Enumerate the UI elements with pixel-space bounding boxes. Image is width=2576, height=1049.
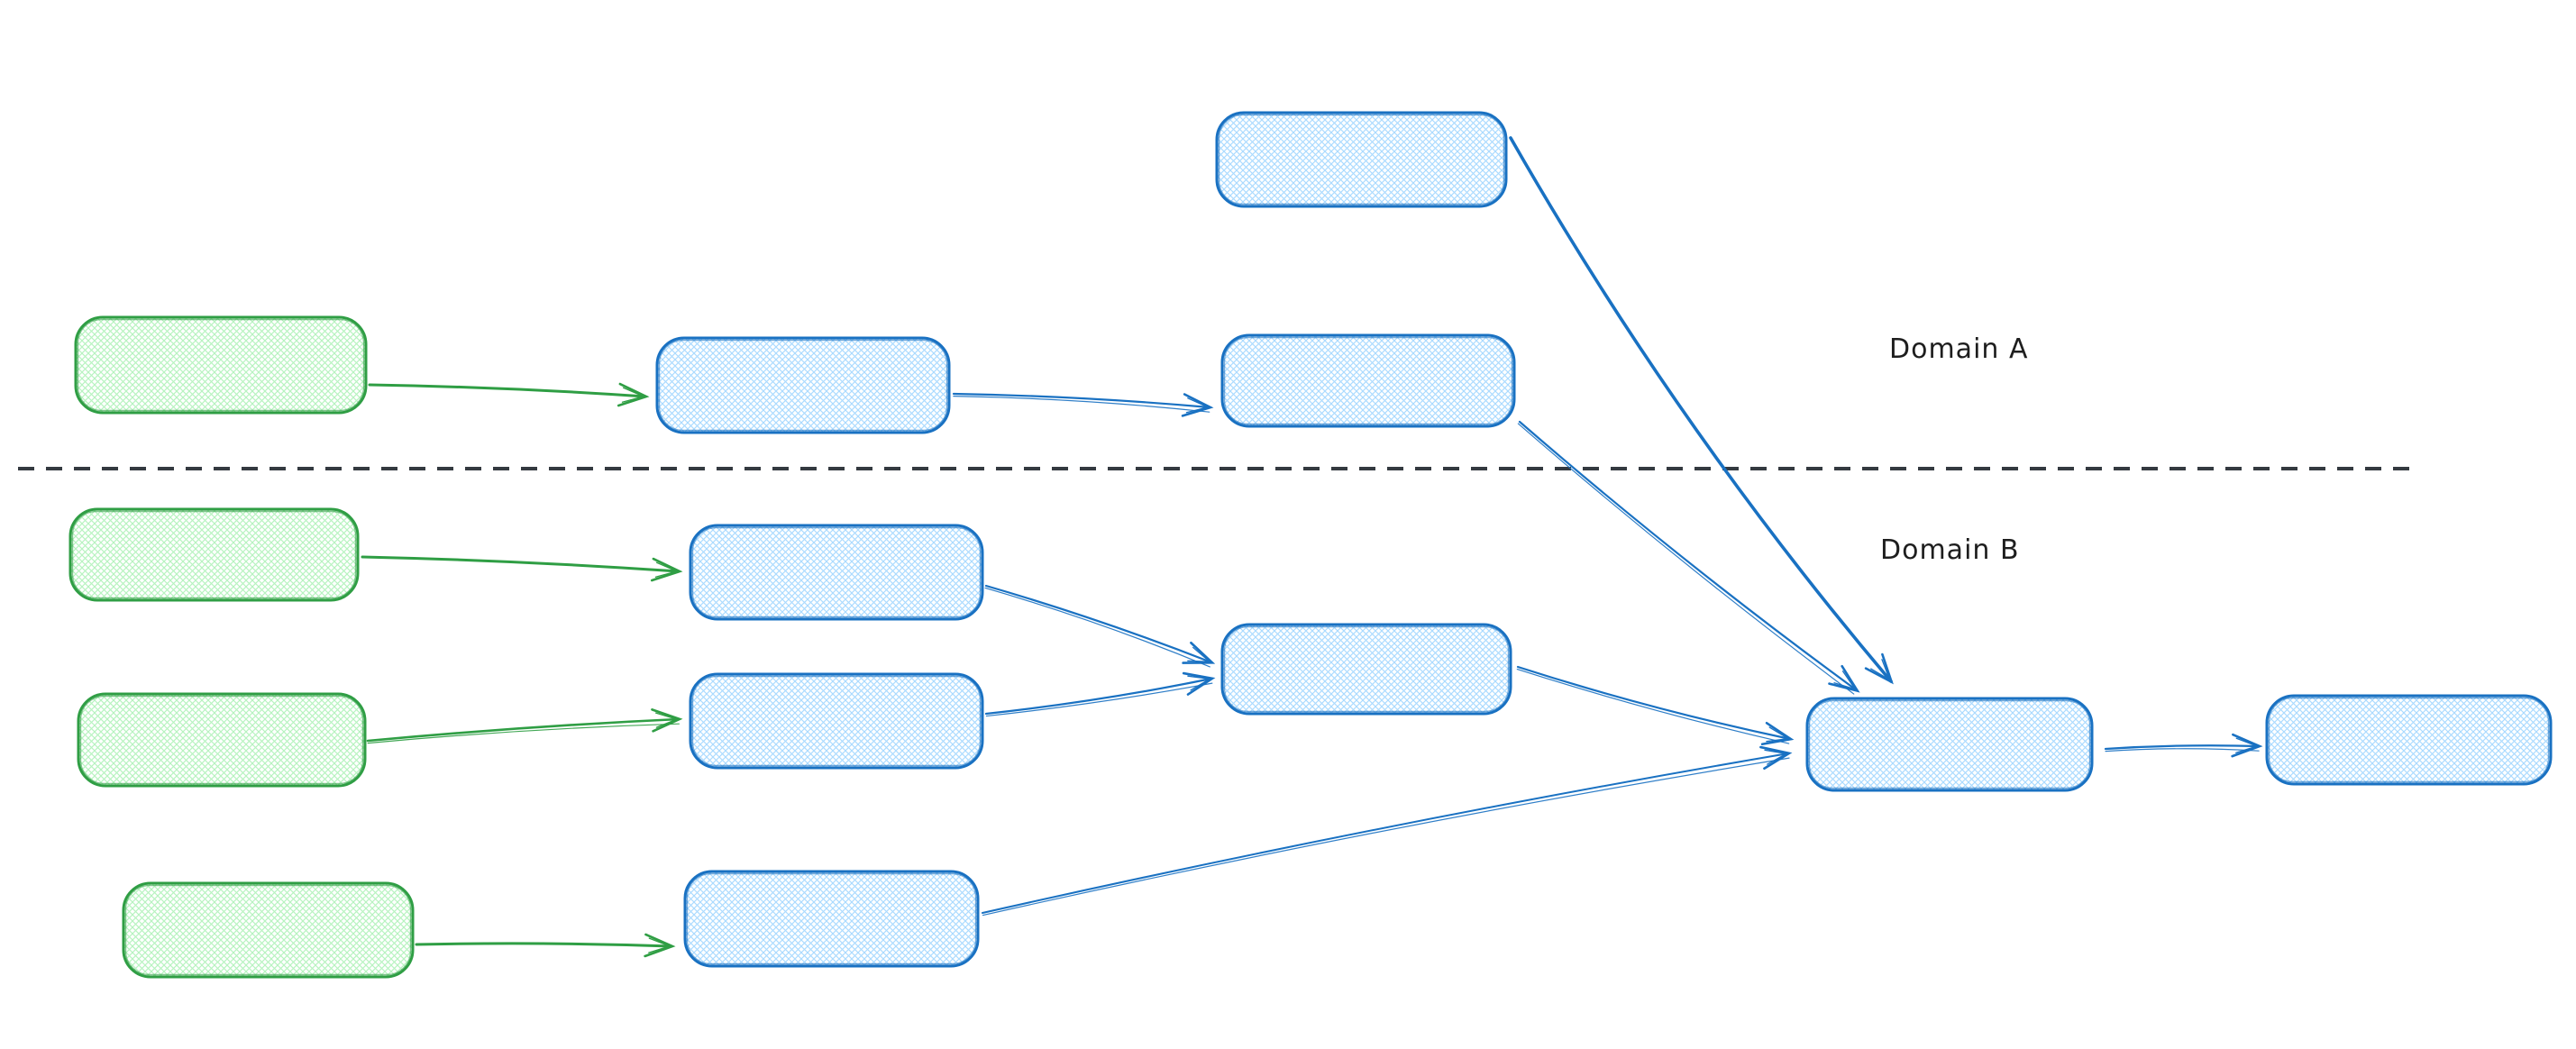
node-domain-a-source[interactable] [74, 315, 368, 415]
edge-a-source-to-step1[interactable] [368, 382, 650, 407]
edge-b-step2-to-join-sketch-stroke [985, 682, 1213, 717]
edge-a-top-to-merge-line[interactable] [1509, 136, 1894, 685]
domain-b-label[interactable]: Domain B [1880, 534, 2020, 566]
edge-a-top-to-merge[interactable] [1509, 136, 1894, 685]
node-domain-b-join[interactable] [1220, 623, 1512, 716]
edge-b-step1-to-join-sketch-stroke [984, 587, 1210, 668]
edge-b-source3-to-step3[interactable] [415, 933, 676, 958]
edge-b-source2-to-step2[interactable] [366, 708, 683, 744]
node-domain-a-step-1-sketch-stroke [658, 339, 948, 432]
node-domain-a-top-body[interactable] [1215, 111, 1508, 208]
node-domain-b-step-3-body[interactable] [683, 870, 980, 968]
edge-b-source2-to-step2-line[interactable] [366, 708, 683, 743]
edge-a-step2-to-merge[interactable] [1517, 420, 1860, 695]
edge-b-step3-to-merge[interactable] [982, 745, 1793, 917]
node-merge-node-body[interactable] [1805, 697, 2094, 792]
edge-b-join-to-merge-line[interactable] [1516, 665, 1795, 746]
node-domain-b-step-1-sketch-stroke [691, 526, 982, 618]
edge-a-step2-to-merge-line[interactable] [1518, 420, 1860, 693]
edge-merge-to-output-line[interactable] [2104, 733, 2263, 758]
edge-b-source3-to-step3-line[interactable] [415, 933, 676, 958]
node-domain-b-step-2-body[interactable] [689, 672, 984, 770]
edge-merge-to-output-sketch-stroke [2105, 748, 2260, 753]
edge-a-step2-to-merge-sketch-stroke [1517, 423, 1855, 695]
node-domain-a-step-1-body[interactable] [655, 336, 951, 434]
node-domain-b-source-2-sketch-stroke [79, 695, 364, 785]
edge-b-step2-to-join-line[interactable] [984, 671, 1216, 716]
edge-b-join-to-merge-sketch-stroke [1516, 668, 1790, 744]
node-domain-a-step-2-body[interactable] [1220, 333, 1516, 428]
node-domain-b-source-3-body[interactable] [122, 881, 415, 979]
edge-b-step1-to-join[interactable] [984, 584, 1216, 668]
edge-b-step1-to-join-line[interactable] [984, 584, 1216, 664]
node-domain-a-top[interactable] [1215, 111, 1508, 208]
edge-a-step1-to-step2[interactable] [952, 392, 1214, 417]
node-domain-b-source-1-body[interactable] [69, 507, 360, 602]
node-output-node-body[interactable] [2265, 694, 2553, 786]
node-domain-b-step-1-body[interactable] [689, 524, 984, 621]
node-domain-b-step-1[interactable] [689, 524, 984, 621]
node-output-node[interactable] [2265, 694, 2553, 786]
edge-a-step1-to-step2-line[interactable] [952, 392, 1214, 417]
node-domain-b-source-3-sketch-stroke [124, 884, 412, 976]
node-domain-b-step-3-sketch-stroke [686, 872, 977, 965]
edge-b-join-to-merge[interactable] [1516, 665, 1795, 746]
edge-merge-to-output[interactable] [2104, 733, 2263, 758]
node-domain-a-source-body[interactable] [74, 315, 368, 415]
edge-b-source1-to-step1[interactable] [361, 555, 683, 582]
edge-b-source2-to-step2-sketch-stroke [367, 723, 680, 744]
node-domain-b-step-2[interactable] [689, 672, 984, 770]
node-domain-a-step-1[interactable] [655, 336, 951, 434]
node-domain-b-source-2[interactable] [77, 692, 367, 788]
node-domain-b-source-3[interactable] [122, 881, 415, 979]
node-domain-a-step-2-sketch-stroke [1223, 336, 1513, 425]
node-domain-b-source-1[interactable] [69, 507, 360, 602]
node-domain-b-step-2-sketch-stroke [691, 675, 982, 767]
node-domain-a-top-sketch-stroke [1218, 114, 1505, 205]
edge-b-step3-to-merge-line[interactable] [982, 745, 1793, 914]
node-merge-node-sketch-stroke [1808, 699, 2091, 789]
node-domain-a-step-2[interactable] [1220, 333, 1516, 428]
domain-a-label[interactable]: Domain A [1889, 333, 2029, 365]
node-domain-b-source-2-body[interactable] [77, 692, 367, 788]
node-merge-node[interactable] [1805, 697, 2094, 792]
node-domain-b-source-1-sketch-stroke [71, 510, 357, 599]
node-domain-a-source-sketch-stroke [77, 318, 365, 412]
edge-b-step3-to-merge-sketch-stroke [982, 757, 1790, 917]
node-domain-b-join-sketch-stroke [1223, 625, 1510, 713]
edge-b-source1-to-step1-line[interactable] [361, 555, 683, 582]
node-domain-b-join-body[interactable] [1220, 623, 1512, 716]
edge-a-source-to-step1-line[interactable] [368, 382, 650, 407]
edge-a-step1-to-step2-sketch-stroke [953, 395, 1210, 413]
node-output-node-sketch-stroke [2268, 697, 2550, 783]
edge-b-step2-to-join[interactable] [984, 671, 1216, 717]
node-domain-b-step-3[interactable] [683, 870, 980, 968]
